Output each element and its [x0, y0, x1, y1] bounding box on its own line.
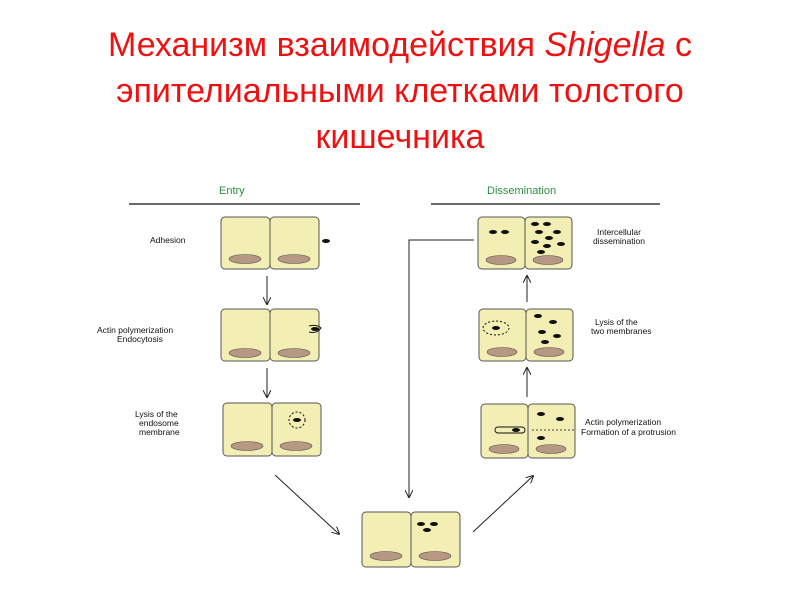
bacterium [538, 330, 546, 334]
epithelial-cell [527, 403, 576, 459]
nucleus [485, 255, 517, 265]
bacterium [489, 230, 497, 234]
nucleus [228, 254, 262, 264]
bacterium [537, 436, 545, 440]
nucleus [532, 255, 564, 265]
label-intercellular: Intercellular dissemination [593, 227, 645, 246]
bacterium [557, 242, 565, 246]
bacterium [549, 320, 557, 324]
bacterium [417, 522, 425, 526]
bacterium [534, 314, 542, 318]
title-line-2: эпителиальными клетками толстого [116, 72, 684, 110]
cell-pair-protrusion [480, 403, 576, 459]
bacterium [531, 240, 539, 244]
arrow-connector [409, 239, 474, 497]
cell-pair-endocytosis [220, 308, 322, 362]
label-actin-endocytosis: Actin polymerization Endocytosis [97, 325, 175, 344]
endosome-membrane [288, 411, 306, 429]
bacterium [430, 522, 438, 526]
bacterium [541, 340, 549, 344]
nucleus [228, 348, 262, 358]
bacterium [531, 222, 539, 226]
cell-pair-center [361, 511, 461, 568]
title-line-1: Механизм взаимодействия Shigella с [108, 26, 692, 64]
nucleus [277, 254, 311, 264]
arrow-diagonal-up [472, 476, 533, 533]
entry-header: Entry [219, 185, 245, 197]
double-membrane-vacuole [482, 320, 510, 336]
cell-pair-lysis-two [478, 308, 574, 362]
label-actin-protrusion: Actin polymerization Formation of a prot… [581, 417, 676, 437]
cell-pair-lysis-endosome [222, 402, 322, 457]
bacterium [423, 528, 431, 532]
bacterium [537, 412, 545, 416]
label-lysis-two: Lysis of the two membranes [591, 317, 651, 336]
membrane-ruffle [308, 324, 322, 333]
nucleus [535, 444, 567, 454]
epithelial-cell [525, 308, 574, 362]
arrow-diagonal-down [274, 474, 339, 534]
nucleus [533, 347, 565, 357]
nucleus [369, 551, 403, 561]
bacterium [322, 239, 330, 243]
nucleus [486, 347, 518, 357]
dissemination-header: Dissemination [487, 185, 556, 197]
cell-pair-intercellular [477, 216, 573, 270]
bacterium [537, 250, 545, 254]
bacterium [543, 244, 551, 248]
cell-pair-adhesion [220, 216, 330, 270]
slide-title: Механизм взаимодействия Shigella с эпите… [20, 22, 780, 160]
bacterium [492, 326, 500, 330]
shigella-mechanism-diagram: Entry Dissemination Adhesion Actin polym… [97, 185, 676, 568]
nucleus [279, 441, 313, 451]
label-lysis-endosome: Lysis of the endosome membrane [135, 409, 181, 437]
bacterium [553, 230, 561, 234]
nucleus [277, 348, 311, 358]
bacterium [512, 428, 520, 432]
bacterium [545, 236, 553, 240]
protrusion [494, 426, 526, 434]
nucleus [488, 444, 520, 454]
label-adhesion: Adhesion [150, 235, 186, 245]
bacterium [556, 417, 564, 421]
title-line-3: кишечника [315, 118, 485, 156]
epithelial-cell [269, 308, 320, 362]
bacterium [501, 230, 509, 234]
nucleus [418, 551, 452, 561]
bacterium [543, 222, 551, 226]
bacterium [311, 327, 319, 331]
epithelial-cell [524, 216, 573, 270]
bacterium [293, 418, 301, 422]
nucleus [230, 441, 264, 451]
bacterium [535, 230, 543, 234]
bacterium [553, 334, 561, 338]
title-italic-shigella: Shigella [544, 26, 666, 64]
